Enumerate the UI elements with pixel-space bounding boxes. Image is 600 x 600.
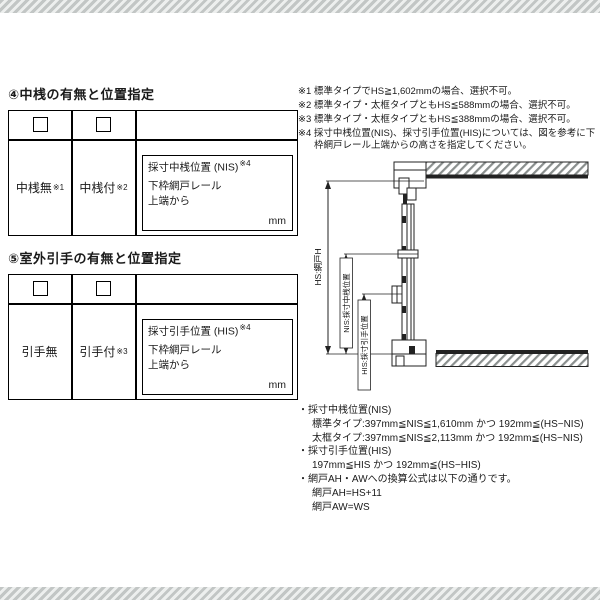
nis-note-standard: 標準タイプ:397mm≦NIS≦1,610mm かつ 192mm≦(HS−NIS…: [312, 418, 584, 430]
footnote-4: ※4 採寸中桟位置(NIS)、採寸引手位置(HIS)については、図を参考に下枠網…: [298, 127, 596, 151]
nis-position-box: 採寸中桟位置 (NIS)※4 下枠網戸レール 上端から mm: [142, 155, 293, 231]
installation-diagram: HS:網戸H NIS:採寸中桟位置 HIS:採寸引手位置: [314, 161, 589, 391]
nis-box-line1: 下枠網戸レール: [148, 179, 222, 192]
nis-note-title: ・採寸中桟位置(NIS): [298, 405, 392, 416]
conversion-note-title: ・網戸AH・AWへの換算公式は以下の通りです。: [298, 473, 517, 485]
his-dimension-label: HIS:採寸引手位置: [357, 299, 371, 391]
section4-heading: ④中桟の有無と位置指定: [8, 87, 155, 102]
nis-box-line2: 上端から: [148, 195, 190, 208]
hs-dimension-label: HS:網戸H: [314, 248, 323, 285]
section5-table: 引手無 引手付※3 採寸引手位置 (HIS)※4 下枠網戸レール 上端から mm: [8, 274, 298, 400]
svg-text:HIS:採寸引手位置: HIS:採寸引手位置: [359, 315, 369, 375]
nis-dimension-label: NIS:採寸中桟位置: [339, 257, 353, 349]
section5-heading: ⑤室外引手の有無と位置指定: [8, 251, 182, 266]
no-pull-handle-label: 引手無: [21, 345, 58, 359]
pull-handle-section: [391, 285, 403, 304]
his-box-line1: 下枠網戸レール: [148, 343, 222, 356]
table-divider: [135, 111, 137, 235]
no-middle-rail-checkbox[interactable]: [33, 117, 48, 132]
nis-mm-entry[interactable]: mm: [268, 215, 287, 227]
conversion-formula-aw: 網戸AW=WS: [312, 501, 370, 513]
table-divider: [9, 139, 297, 141]
his-box-title: 採寸引手位置 (HIS)※4: [148, 323, 251, 338]
table-divider: [135, 275, 137, 399]
his-note-range: 197mm≦HIS かつ 192mm≦(HS−HIS): [312, 460, 481, 472]
with-pull-handle-label: 引手付※3: [79, 345, 128, 359]
svg-text:NIS:採寸中桟位置: NIS:採寸中桟位置: [341, 273, 351, 333]
page-edge-stripes-bottom: [0, 587, 600, 600]
no-middle-rail-label: 中桟無※1: [15, 181, 65, 195]
section4-table: 中桟無※1 中桟付※2 採寸中桟位置 (NIS)※4 下枠網戸レール 上端から …: [8, 110, 298, 236]
footnote-1: ※1 標準タイプでHS≧1,602mmの場合、選択不可。: [298, 86, 518, 97]
bottom-wall-section: [435, 350, 589, 367]
table-divider: [71, 275, 73, 399]
his-box-line2: 上端から: [148, 359, 190, 372]
bottom-frame-profile: [391, 339, 427, 367]
with-middle-rail-label: 中桟付※2: [79, 181, 128, 195]
table-divider: [9, 303, 297, 305]
top-frame-profile: [393, 161, 427, 204]
his-note-title: ・採寸引手位置(HIS): [298, 446, 392, 458]
his-position-box: 採寸引手位置 (HIS)※4 下枠網戸レール 上端から mm: [142, 319, 293, 395]
hs-dimension-line: [325, 181, 331, 354]
nis-note-thick-frame: 太框タイプ:397mm≦NIS≦2,113mm かつ 192mm≦(HS−NIS…: [312, 432, 583, 444]
table-divider: [71, 111, 73, 235]
no-pull-handle-checkbox[interactable]: [33, 281, 48, 296]
nis-box-title: 採寸中桟位置 (NIS)※4: [148, 159, 251, 174]
measurement-notes: ・採寸中桟位置(NIS) 標準タイプ:397mm≦NIS≦1,610mm かつ …: [298, 404, 598, 514]
with-pull-handle-checkbox[interactable]: [96, 281, 111, 296]
footnotes: ※1 標準タイプでHS≧1,602mmの場合、選択不可。 ※2 標準タイプ・太框…: [298, 86, 596, 153]
footnote-3: ※3 標準タイプ・太框タイプともHS≦388mmの場合、選択不可。: [298, 113, 576, 125]
his-mm-entry[interactable]: mm: [268, 379, 287, 391]
page-edge-stripes-top: [0, 0, 600, 13]
footnote-2: ※2 標準タイプ・太框タイプともHS≦588mmの場合、選択不可。: [298, 99, 576, 111]
conversion-formula-ah: 網戸AH=HS+11: [312, 487, 382, 499]
top-wall-section: [425, 161, 589, 179]
with-middle-rail-checkbox[interactable]: [96, 117, 111, 132]
